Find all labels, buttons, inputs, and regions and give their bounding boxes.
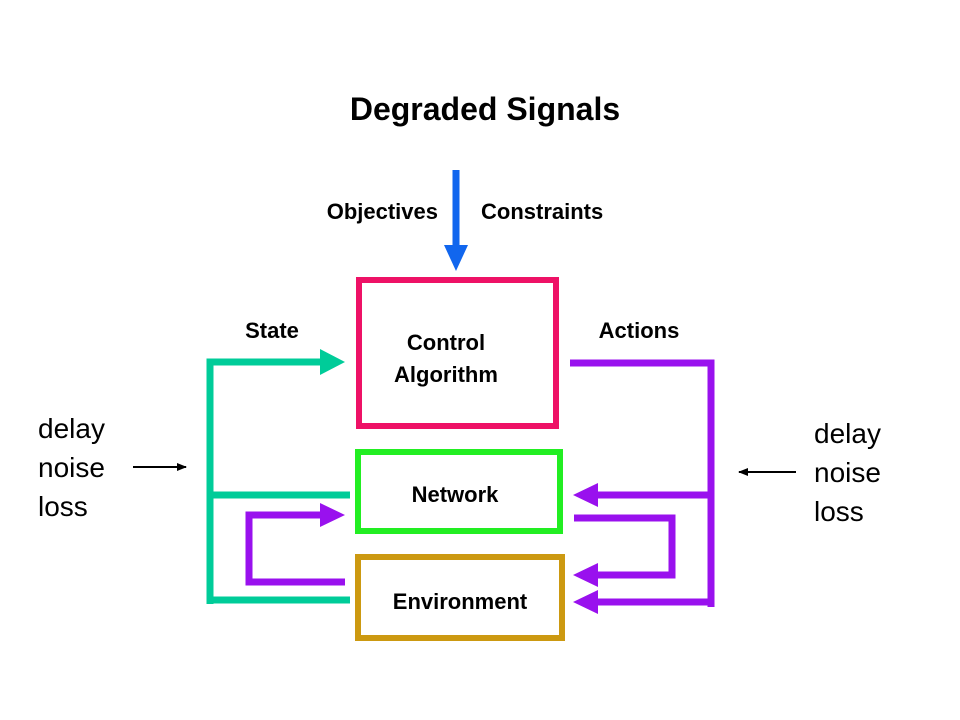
actions-path (570, 359, 715, 614)
network-box (355, 449, 563, 534)
control-box-line2: Algorithm (394, 362, 498, 387)
objectives-label: Objectives (327, 199, 438, 224)
diagram-title: Degraded Signals (350, 91, 620, 127)
state-feedback-path (206, 349, 350, 604)
control-box-line1: Control (407, 330, 485, 355)
actions-label: Actions (599, 318, 680, 343)
input-arrow (444, 170, 468, 271)
state-label: State (245, 318, 299, 343)
left-impairment-noise: noise (38, 452, 105, 483)
environment-box-label: Environment (393, 589, 528, 614)
constraints-label: Constraints (481, 199, 603, 224)
left-impairments: delay noise loss (38, 413, 187, 522)
environment-to-network-path (245, 503, 345, 586)
environment-box (355, 554, 565, 641)
left-impairment-loss: loss (38, 491, 88, 522)
network-box-label: Network (412, 482, 500, 507)
network-to-environment-path (573, 514, 676, 587)
left-impairment-delay: delay (38, 413, 105, 444)
right-impairment-noise: noise (814, 457, 881, 488)
control-algorithm-box (356, 277, 559, 429)
right-impairment-loss: loss (814, 496, 864, 527)
right-impairments: delay noise loss (738, 418, 881, 527)
right-impairment-delay: delay (814, 418, 881, 449)
